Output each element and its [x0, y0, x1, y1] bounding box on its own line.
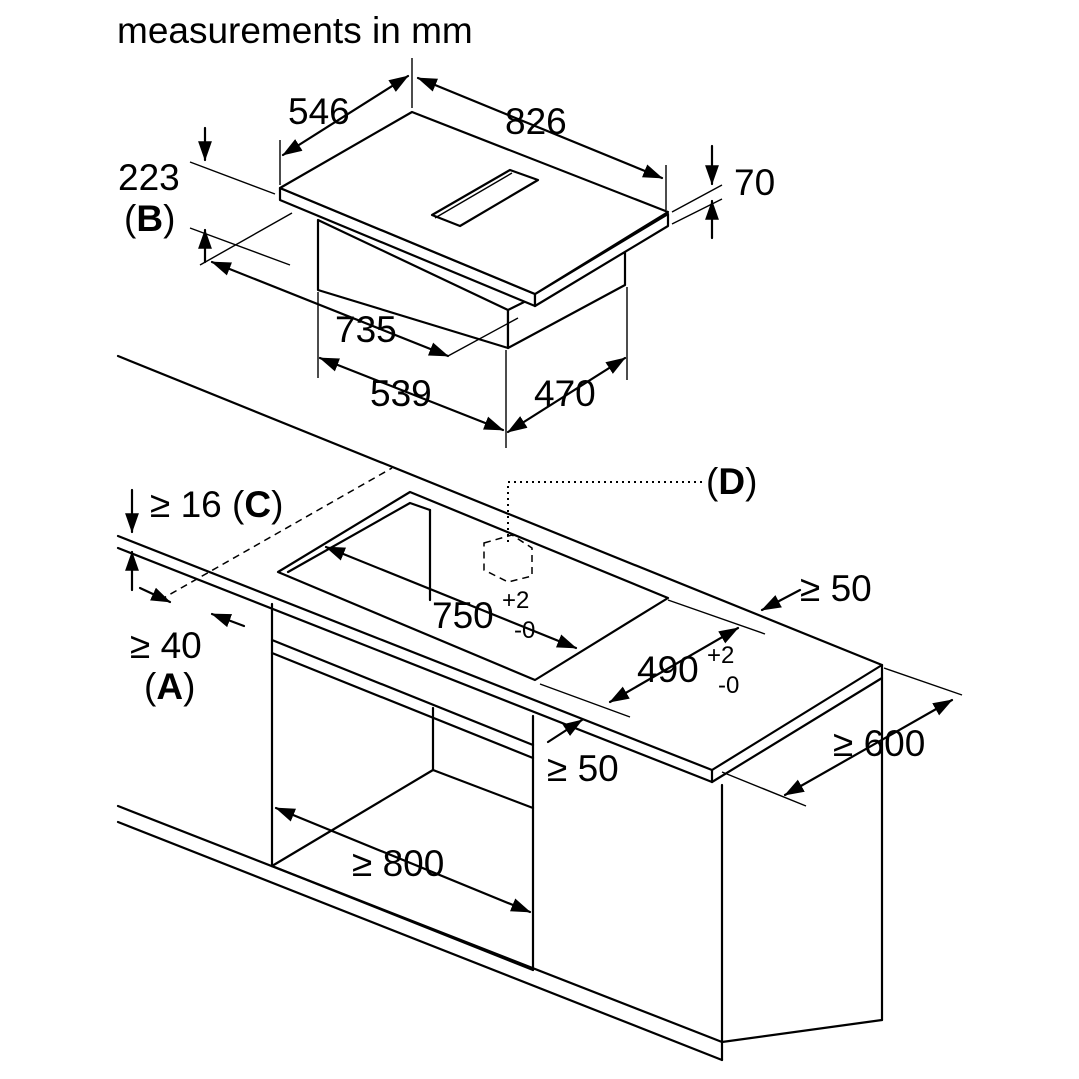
label-hob-cutout-width: 735 — [335, 309, 397, 350]
label-hob-box-depth: 470 — [534, 373, 596, 414]
label-hob-width: 826 — [505, 101, 567, 142]
label-min-side-gap: ≥ 50 — [547, 748, 619, 789]
label-hob-height: 70 — [734, 162, 776, 203]
worktop-cutout — [276, 490, 670, 682]
label-cutout-depth: 490 — [637, 649, 699, 690]
label-min-thickness-value: ≥ 16 — [150, 484, 222, 525]
label-a-letter: A — [156, 666, 184, 707]
hob-extraction-slot — [430, 168, 540, 228]
label-cutout-width: 750 — [432, 595, 494, 636]
label-hob-box-width: 539 — [370, 373, 432, 414]
label-hob-depth: 546 — [288, 91, 350, 132]
label-min-front-gap: ≥ 40 — [130, 625, 202, 666]
label-min-thickness: ≥ 16 (C) — [150, 484, 284, 525]
label-cutout-depth-tol-minus: -0 — [718, 672, 740, 699]
hob-plate-side-edge — [533, 212, 670, 308]
label-cutout-width-tol-minus: -0 — [514, 617, 536, 644]
label-d-letter: D — [718, 461, 746, 502]
label-min-rear-gap: ≥ 50 — [800, 568, 872, 609]
label-cutout-width-tol-plus: +2 — [502, 587, 530, 614]
worktop-drawing — [116, 354, 963, 1062]
diagram-title: measurements in mm — [117, 10, 473, 51]
label-min-cabinet-width: ≥ 800 — [352, 843, 445, 884]
label-d: (D) — [706, 461, 758, 502]
label-c-letter: C — [244, 484, 272, 525]
label-b-letter: B — [136, 198, 164, 239]
label-hob-min-front: 223 — [118, 157, 180, 198]
label-a: (A) — [144, 666, 196, 707]
label-b: (B) — [124, 198, 176, 239]
label-cutout-depth-tol-plus: +2 — [707, 642, 735, 669]
label-min-depth: ≥ 600 — [833, 723, 926, 764]
hob-drawing — [189, 58, 723, 448]
